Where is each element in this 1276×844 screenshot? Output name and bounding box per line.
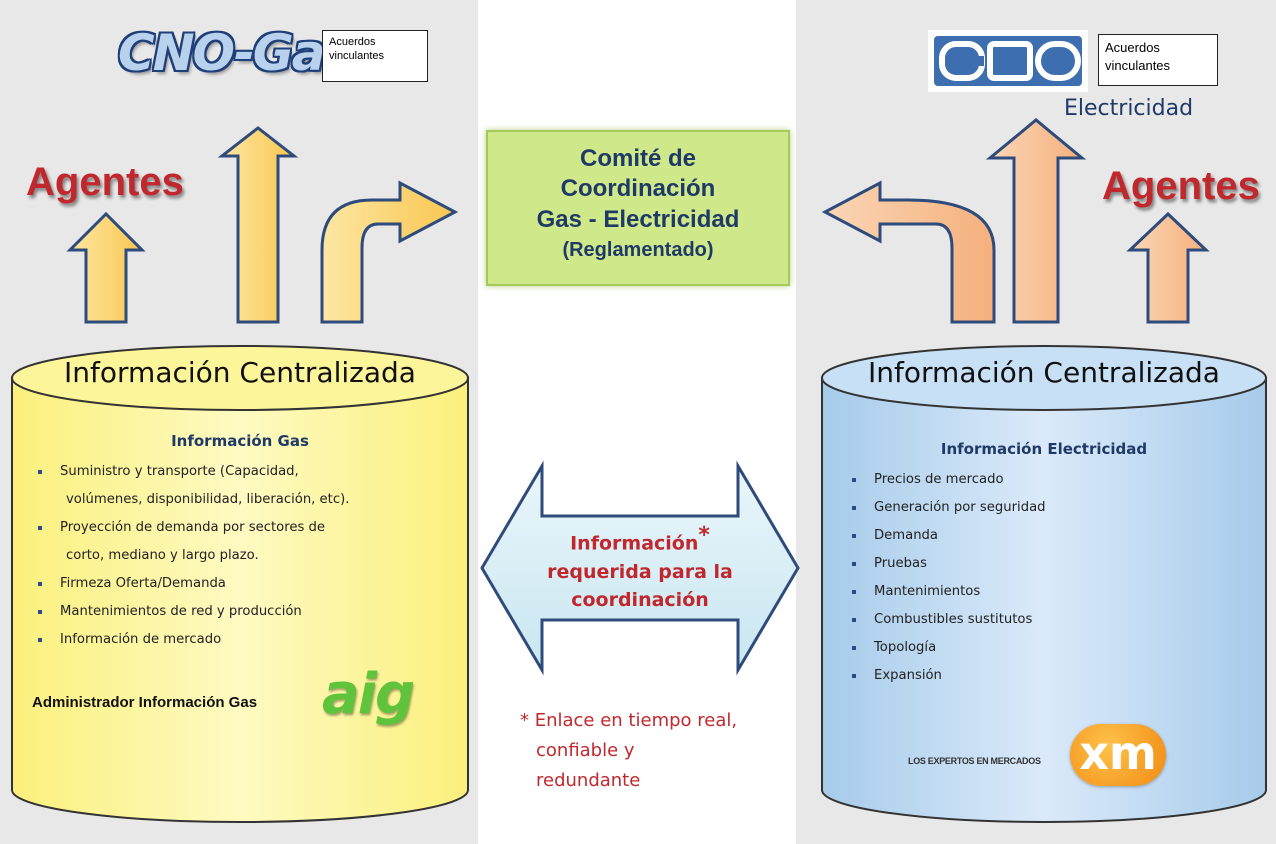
comite-line-1: Comité de [579, 145, 696, 172]
list-item: Generación por seguridad [846, 494, 1256, 522]
acuerdos-box-right: Acuerdos vinculantes [1098, 34, 1218, 86]
aig-logo: aig [322, 662, 415, 727]
list-item: Suministro y transporte (Capacidad, [32, 458, 462, 486]
agentes-label-left: Agentes [26, 160, 184, 204]
list-item: corto, mediano y largo plazo. [66, 548, 259, 563]
comite-line-2: Coordinación [560, 175, 716, 202]
enlace-note: * Enlace en tiempo real, confiable y red… [520, 706, 737, 796]
comite-line-4: (Reglamentado) [562, 239, 714, 261]
list-item: Firmeza Oferta/Demanda [32, 570, 462, 598]
list-item: Topología [846, 634, 1256, 662]
cno-gas-logo: CNO-Gas [118, 24, 353, 82]
list-item: Demanda [846, 522, 1256, 550]
note-line-3: redundante [536, 770, 641, 791]
list-item: Mantenimientos [846, 578, 1256, 606]
electricidad-info-list: Precios de mercado Generación por seguri… [846, 466, 1256, 690]
arrow-line-3: coordinación [571, 589, 709, 612]
note-line-1: * Enlace en tiempo real, [520, 710, 738, 731]
gas-info-list: Suministro y transporte (Capacidad, volú… [32, 458, 462, 654]
note-line-2: confiable y [536, 740, 635, 761]
cylinder-subtitle-left: Información Gas [171, 432, 309, 450]
center-arrow-text: Información* requerida para la coordinac… [542, 522, 738, 613]
comite-coordinacion-box: Comité de Coordinación Gas - Electricida… [486, 130, 790, 286]
cylinder-title-left: Información Centralizada [64, 356, 416, 389]
agentes-label-right: Agentes [1102, 164, 1260, 208]
up-arrow-small-right [1126, 211, 1210, 324]
xm-logo-text: xm [1079, 726, 1157, 780]
up-arrow-tall-right [985, 118, 1087, 324]
cylinder-right [821, 345, 1267, 823]
list-item: Proyección de demanda por sectores de [32, 514, 462, 542]
cno-electricidad-logo [928, 30, 1088, 92]
xm-tagline: LOS EXPERTOS EN MERCADOS [908, 756, 1041, 766]
arrow-asterisk: * [698, 523, 710, 548]
comite-line-3: Gas - Electricidad [536, 206, 740, 233]
arrow-line-1: Información [570, 532, 699, 555]
xm-logo: xm [1070, 724, 1166, 786]
up-arrow-tall-left [217, 126, 299, 324]
acuerdos-box-left: Acuerdos vinculantes [322, 30, 428, 82]
list-item: Expansión [846, 662, 1256, 690]
arrow-line-2: requerida para la [547, 561, 733, 584]
list-item: Combustibles sustitutos [846, 606, 1256, 634]
list-item: volúmenes, disponibilidad, liberación, e… [66, 492, 350, 507]
list-item: Pruebas [846, 550, 1256, 578]
cylinder-title-right: Información Centralizada [868, 356, 1220, 389]
list-item: Mantenimientos de red y producción [32, 598, 462, 626]
electricidad-label: Electricidad [1064, 96, 1194, 121]
curved-arrow-left [320, 180, 459, 324]
list-item: Información de mercado [32, 626, 462, 654]
curved-arrow-right [821, 180, 996, 324]
up-arrow-small-left [66, 211, 146, 324]
double-arrow-center [480, 460, 800, 676]
cylinder-left [11, 345, 469, 823]
list-item: Precios de mercado [846, 466, 1256, 494]
cylinder-subtitle-right: Información Electricidad [940, 440, 1148, 458]
administrador-label: Administrador Información Gas [32, 694, 258, 711]
